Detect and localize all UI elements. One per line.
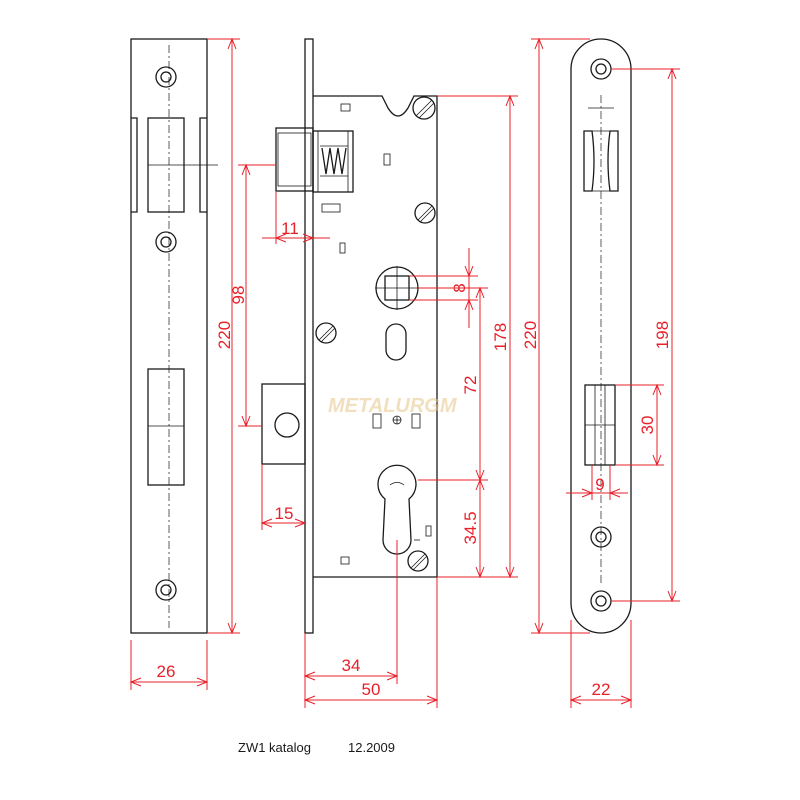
dim-body-depth: 50 (303, 577, 439, 708)
lock-body-side-view: METALURGM (261, 38, 458, 634)
dim-backset-label: 34 (342, 656, 361, 675)
dim-strike-width: 22 (569, 620, 633, 708)
dim-deadbolt-projection-label: 15 (275, 504, 294, 523)
dim-cylinder-offset: 34.5 (437, 478, 488, 579)
watermark-logo: METALURGM (328, 395, 458, 417)
dim-case-height: 178 (437, 94, 518, 579)
faceplate-screw-top (155, 66, 177, 88)
dim-handle-to-cylinder-label: 98 (229, 286, 248, 305)
dim-faceplate-width-label: 26 (157, 662, 176, 681)
strike-screw-bottom (590, 590, 612, 612)
dim-cylinder-offset-label: 34.5 (461, 511, 480, 544)
case-screw-middle-left (315, 322, 337, 344)
caption: ZW1 katalog 12.2009 (238, 740, 395, 755)
case-slot-2 (383, 153, 391, 166)
dim-case-height-label: 178 (491, 323, 510, 351)
dim-latch-projection: 11 (262, 192, 330, 244)
case-slot-4 (339, 242, 346, 254)
dim-strike-opening-width: 9 (566, 465, 628, 500)
latch-bolt (275, 127, 354, 193)
latch-spring (321, 147, 347, 175)
dim-faceplate-length: 220 (207, 37, 240, 635)
dim-strike-opening: 30 (615, 383, 664, 467)
cylinder-cutout (377, 464, 417, 555)
caption-date: 12.2009 (348, 740, 395, 755)
case-slot-6 (425, 525, 432, 537)
case-slot-3 (321, 203, 341, 213)
keyhole-slot (385, 323, 407, 361)
dim-strike-opening-label: 30 (638, 416, 657, 435)
strike-plate-view (570, 38, 632, 634)
dim-deadbolt-projection: 15 (260, 464, 307, 530)
dim-backset: 34 (303, 540, 399, 708)
strike-plate-outline (570, 38, 632, 634)
faceplate-screw-bottom (155, 579, 177, 601)
dim-faceplate-width: 26 (129, 640, 209, 690)
dim-strike-hole-spacing-label: 198 (653, 321, 672, 349)
case-slot-5 (340, 556, 350, 565)
dim-strike-hole-spacing: 198 (611, 67, 680, 603)
faceplate-bolt-opening (147, 368, 185, 486)
dim-body-depth-label: 50 (362, 680, 381, 699)
faceplate-tab-left (131, 117, 138, 213)
faceplate-outline (130, 38, 208, 634)
caption-name: ZW1 katalog (238, 740, 311, 755)
case-slot-1 (340, 103, 351, 112)
dim-strike-length: 220 (521, 37, 590, 635)
strike-screw-top (590, 58, 612, 80)
case-screw-middle-right (414, 202, 436, 224)
dim-center-distance: 72 (418, 286, 488, 482)
strike-bolt-opening (584, 384, 616, 466)
dim-strike-length-label: 220 (521, 321, 540, 349)
lock-case-outline (313, 95, 438, 578)
strike-latch-opening (583, 130, 619, 192)
deadbolt (261, 383, 306, 465)
dim-latch-projection-label: 11 (281, 219, 299, 238)
dim-strike-width-label: 22 (592, 680, 611, 699)
case-screw-bottom (407, 550, 429, 572)
faceplate-front-view (130, 38, 218, 634)
spindle-hub (375, 266, 419, 310)
strike-screw-middle (590, 526, 612, 548)
case-part-right (411, 413, 421, 429)
dim-center-distance-label: 72 (461, 376, 480, 395)
faceplate-tab-right (199, 117, 207, 213)
dim-handle-to-cylinder: 98 (229, 163, 276, 428)
front-plate (304, 38, 314, 634)
case-part-left (372, 413, 382, 429)
case-screw-top (412, 96, 436, 120)
faceplate-screw-middle (155, 231, 177, 253)
dim-faceplate-length-label: 220 (215, 321, 234, 349)
dim-strike-opening-width-label: 9 (595, 475, 604, 494)
